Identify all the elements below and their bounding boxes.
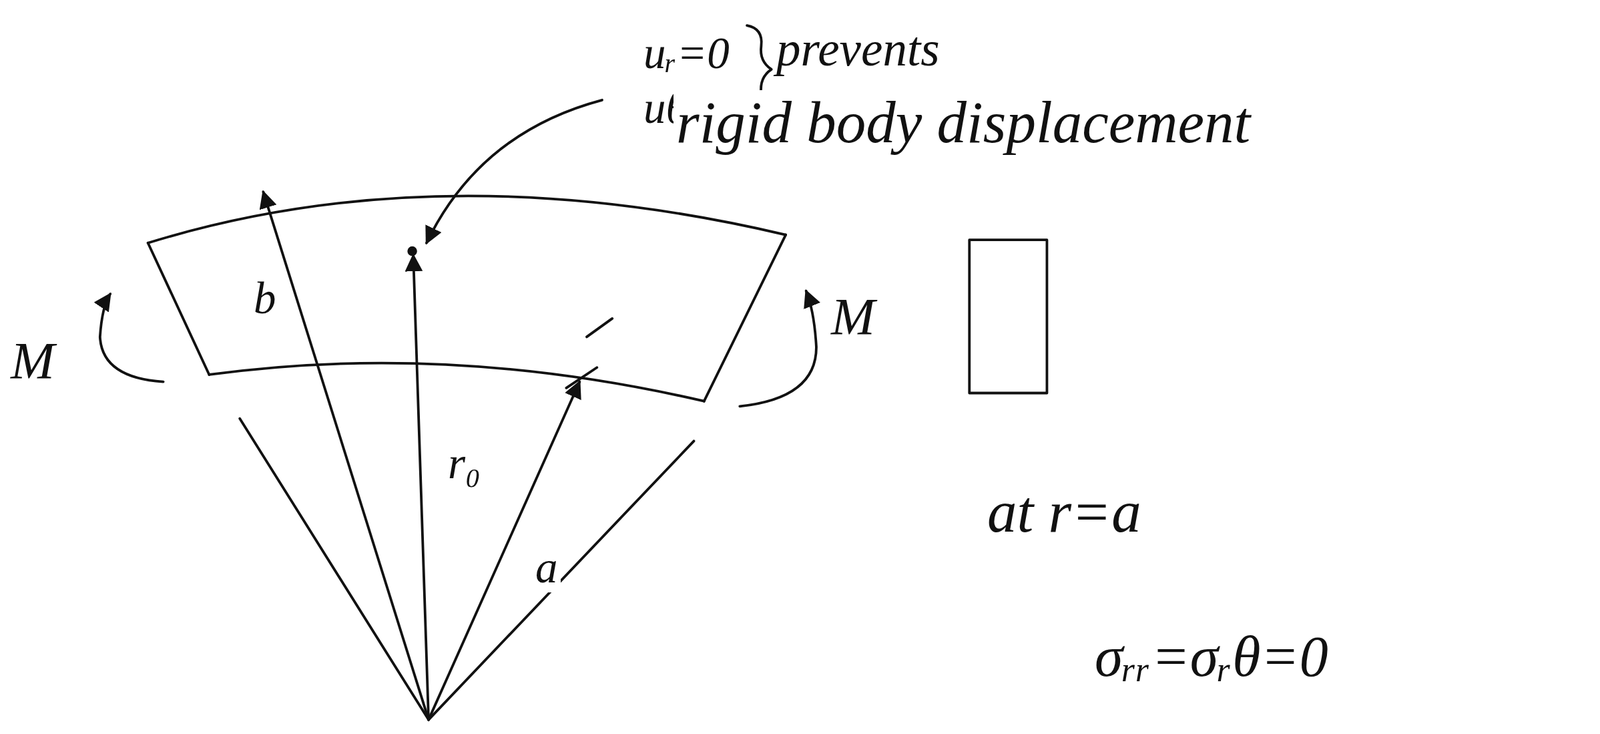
radius-a xyxy=(428,381,580,720)
moment-arrow xyxy=(739,291,817,407)
radius-b xyxy=(262,191,429,719)
condition-text: σᵣᵣ=σᵣθ=0 xyxy=(1092,624,1331,689)
beam-left-end xyxy=(148,242,210,375)
outer-arc xyxy=(148,195,786,243)
tick-mark xyxy=(566,318,613,388)
dimension-label: a xyxy=(532,542,561,593)
note-text: rigid body displacement xyxy=(673,90,1253,156)
note-text: prevents xyxy=(773,22,943,77)
boundary-condition: uᵣ=0 xyxy=(640,28,733,79)
moment-label: M xyxy=(8,331,58,390)
moment-label: M xyxy=(828,287,878,346)
cross-section xyxy=(969,239,1047,393)
dimension-label: b xyxy=(250,273,280,324)
radius-r0 xyxy=(413,254,429,719)
radial-line xyxy=(239,418,429,720)
condition-text: at r=a xyxy=(984,479,1145,545)
dimension-label: r₀ xyxy=(445,438,484,488)
moment-arrow xyxy=(100,293,164,382)
support-point xyxy=(408,247,416,255)
inner-arc xyxy=(208,363,704,402)
leader-arrow xyxy=(426,100,603,243)
beam-right-end xyxy=(704,234,786,402)
